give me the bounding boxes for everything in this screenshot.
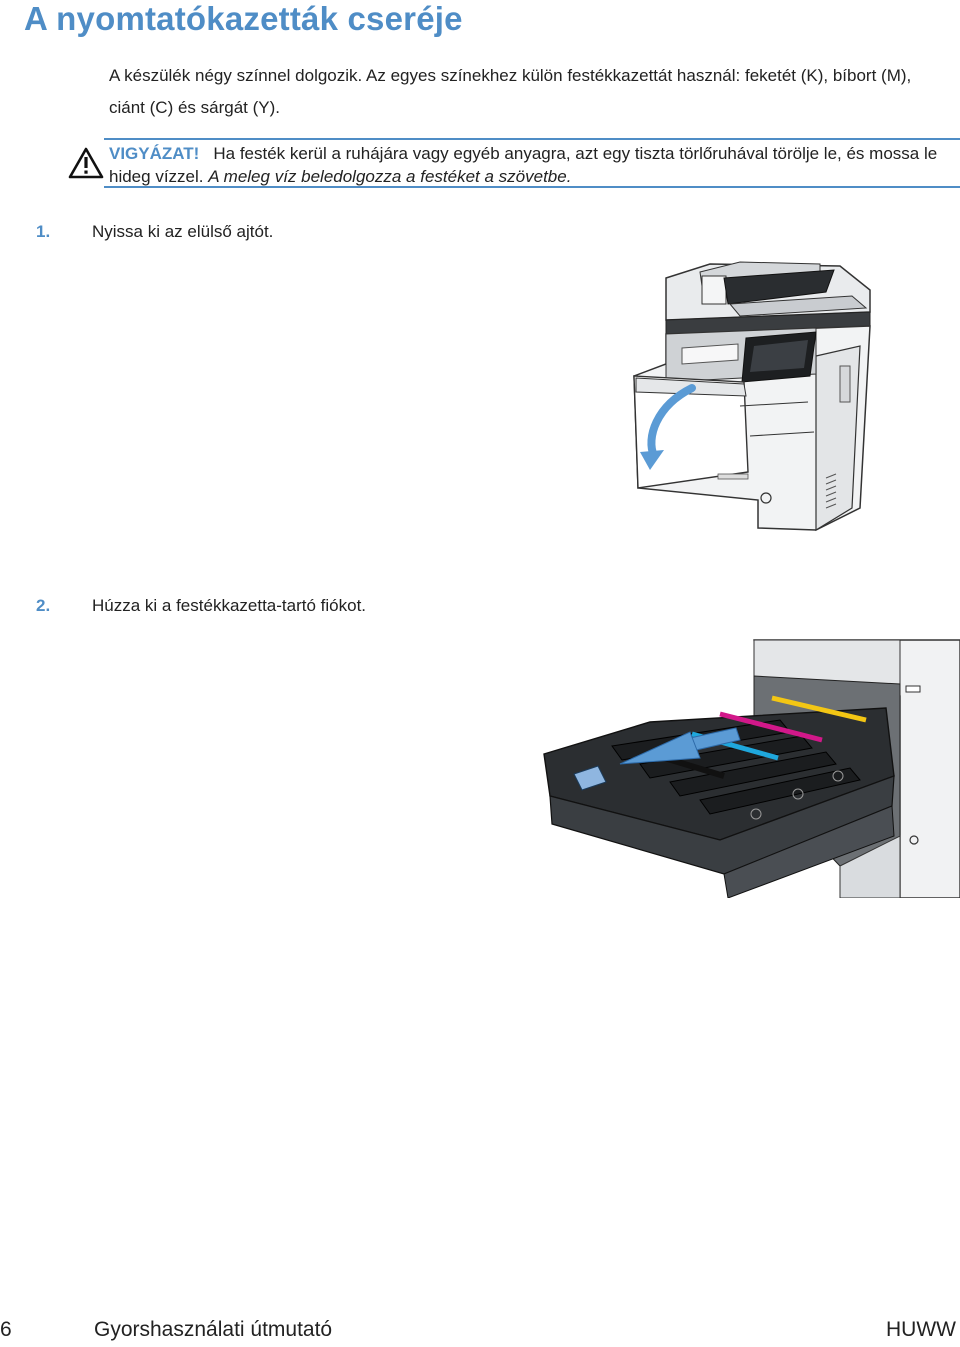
step-1: 1. Nyissa ki az elülső ajtót. [36, 222, 273, 242]
caution-body: Ha festék kerül a ruhájára vagy egyéb an… [109, 144, 938, 186]
footer-title: Gyorshasználati útmutató [94, 1318, 333, 1341]
intro-paragraph: A készülék négy színnel dolgozik. Az egy… [109, 66, 912, 117]
caution-box: VIGYÁZAT!Ha festék kerül a ruhájára vagy… [66, 138, 960, 188]
caution-text: VIGYÁZAT!Ha festék kerül a ruhájára vagy… [109, 142, 949, 188]
footer-page-number: 6 [0, 1318, 12, 1341]
step-2: 2. Húzza ki a festékkazetta-tartó fiókot. [36, 596, 366, 616]
step-number: 2. [36, 596, 51, 615]
toner-drawer-illustration [543, 639, 960, 898]
step-number: 1. [36, 222, 51, 241]
warning-triangle-icon [68, 147, 104, 179]
page-title: A nyomtatókazetták cseréje [24, 0, 463, 37]
caution-label: VIGYÁZAT! [109, 144, 200, 163]
step-text: Húzza ki a festékkazetta-tartó fiókot. [92, 596, 367, 615]
caution-rule-bottom [104, 186, 960, 188]
caution-rule-top [104, 138, 960, 140]
printer-open-door-illustration [633, 261, 871, 532]
step-text: Nyissa ki az elülső ajtót. [92, 222, 274, 241]
footer-code: HUWW [886, 1318, 956, 1341]
caution-italic-note: A meleg víz beledolgozza a festéket a sz… [208, 167, 572, 186]
